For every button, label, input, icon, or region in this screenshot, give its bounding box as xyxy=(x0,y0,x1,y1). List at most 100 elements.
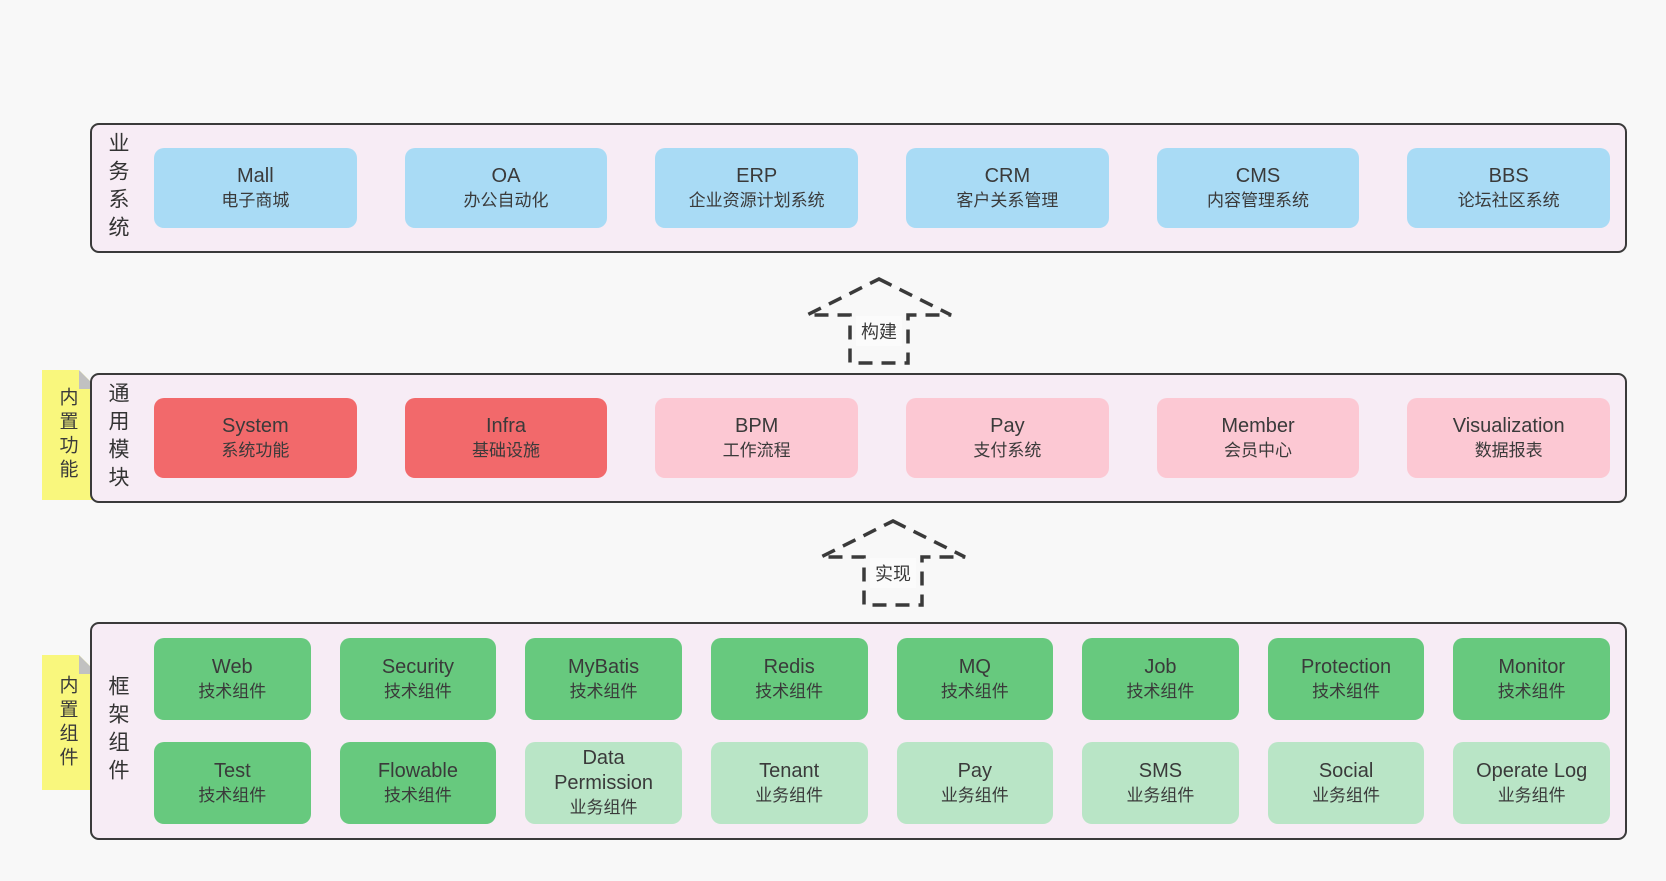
diagram-box-crm: CRM 客户关系管理 xyxy=(906,148,1109,228)
box-subtitle: 数据报表 xyxy=(1474,440,1543,460)
box-subtitle: 业务组件 xyxy=(1312,785,1381,805)
box-subtitle: 技术组件 xyxy=(1312,681,1381,701)
diagram-box-monitor: Monitor 技术组件 xyxy=(1453,638,1610,720)
box-title: Mall xyxy=(237,164,274,187)
implement-arrow: 实现 xyxy=(818,518,968,608)
box-subtitle: 业务组件 xyxy=(569,798,638,817)
diagram-box-infra: Infra 基础设施 xyxy=(404,398,608,478)
box-subtitle: 客户关系管理 xyxy=(956,190,1059,210)
box-title: Data Permission xyxy=(554,747,654,794)
box-title: Web xyxy=(211,655,253,678)
box-subtitle: 技术组件 xyxy=(569,681,638,701)
box-subtitle: 业务组件 xyxy=(940,785,1009,805)
layer-label: 框架组件 xyxy=(106,675,129,787)
box-subtitle: 技术组件 xyxy=(383,681,452,701)
box-title: ERP xyxy=(736,164,778,187)
box-title: System xyxy=(221,414,289,437)
box-title: Social xyxy=(1318,759,1374,782)
box-title: BBS xyxy=(1488,164,1529,187)
box-subtitle: 技术组件 xyxy=(383,785,452,805)
diagram-box-erp: ERP 企业资源计划系统 xyxy=(655,148,859,228)
diagram-box-job: Job 技术组件 xyxy=(1082,638,1239,720)
box-subtitle: 企业资源计划系统 xyxy=(688,190,825,210)
box-subtitle: 办公自动化 xyxy=(463,190,549,210)
diagram-box-social: Social 业务组件 xyxy=(1267,742,1425,824)
diagram-box-redis: Redis 技术组件 xyxy=(710,638,868,720)
diagram-box-member: Member 会员中心 xyxy=(1156,398,1360,478)
box-subtitle: 业务组件 xyxy=(1126,785,1195,805)
box-title: Operate Log xyxy=(1476,759,1588,782)
box-title: Tenant xyxy=(759,759,820,782)
build-arrow: 构建 xyxy=(804,276,954,366)
box-title: Test xyxy=(213,759,251,782)
box-subtitle: 技术组件 xyxy=(1497,681,1566,701)
box-subtitle: 技术组件 xyxy=(755,681,824,701)
diagram-box-data-permission: Data Permission 业务组件 xyxy=(525,742,682,824)
box-title: MyBatis xyxy=(568,655,640,678)
diagram-box-test: Test 技术组件 xyxy=(154,742,311,824)
box-subtitle: 论坛社区系统 xyxy=(1457,190,1560,210)
box-subtitle: 业务组件 xyxy=(755,785,824,805)
box-title: CRM xyxy=(984,164,1031,187)
sticky-note-text: 内置组件 xyxy=(56,674,78,771)
diagram-box-security: Security 技术组件 xyxy=(339,638,497,720)
diagram-box-system: System 系统功能 xyxy=(154,398,357,478)
box-subtitle: 支付系统 xyxy=(973,440,1042,460)
box-subtitle: 业务组件 xyxy=(1497,785,1566,805)
sticky-note-built-in-features: 内置功能 xyxy=(42,370,98,500)
box-title: Redis xyxy=(763,655,815,678)
diagram-box-bbs: BBS 论坛社区系统 xyxy=(1407,148,1611,228)
diagram-box-oa: OA 办公自动化 xyxy=(404,148,608,228)
box-subtitle: 会员中心 xyxy=(1224,440,1293,460)
diagram-box-pay: Pay 业务组件 xyxy=(896,742,1054,824)
box-subtitle: 电子商城 xyxy=(221,190,290,210)
box-subtitle: 技术组件 xyxy=(1126,681,1195,701)
box-title: Pay xyxy=(957,759,993,782)
box-subtitle: 技术组件 xyxy=(198,785,267,805)
box-title: Infra xyxy=(485,414,527,437)
box-title: BPM xyxy=(735,414,779,437)
sticky-note-text: 内置功能 xyxy=(56,387,78,483)
diagram-box-mq: MQ 技术组件 xyxy=(896,638,1054,720)
arrow-label: 实现 xyxy=(870,558,916,588)
box-subtitle: 技术组件 xyxy=(198,681,267,701)
box-title: Pay xyxy=(990,414,1025,437)
box-title: CMS xyxy=(1235,164,1281,187)
diagram-box-mall: Mall 电子商城 xyxy=(154,148,357,228)
box-title: OA xyxy=(491,164,521,187)
layer-business-systems: 业务系统 Mall 电子商城 OA 办公自动化 ERP 企业资源计划系统 CRM 客户关系管理… xyxy=(90,123,1627,253)
diagram-box-visualization: Visualization 数据报表 xyxy=(1407,398,1611,478)
diagram-box-tenant: Tenant 业务组件 xyxy=(710,742,868,824)
layer-label: 业务系统 xyxy=(106,132,129,244)
diagram-box-flowable: Flowable 技术组件 xyxy=(339,742,497,824)
diagram-box-bpm: BPM 工作流程 xyxy=(655,398,859,478)
box-title: Job xyxy=(1144,655,1177,678)
box-subtitle: 基础设施 xyxy=(472,440,540,460)
box-title: SMS xyxy=(1138,759,1183,782)
box-subtitle: 系统功能 xyxy=(221,440,290,460)
box-title: Security xyxy=(381,655,455,678)
diagram-box-sms: SMS 业务组件 xyxy=(1082,742,1239,824)
box-title: MQ xyxy=(958,655,991,678)
box-subtitle: 技术组件 xyxy=(940,681,1009,701)
arrow-label: 构建 xyxy=(856,316,902,346)
box-title: Flowable xyxy=(377,759,458,782)
diagram-box-mybatis: MyBatis 技术组件 xyxy=(525,638,682,720)
box-subtitle: 工作流程 xyxy=(722,440,791,460)
box-row: System 系统功能 Infra 基础设施 BPM 工作流程 Pay 支付系统 Member 会… xyxy=(154,398,1611,478)
box-title: Visualization xyxy=(1452,414,1565,437)
diagram-box-operate-log: Operate Log 业务组件 xyxy=(1453,742,1610,824)
box-title: Member xyxy=(1221,414,1295,437)
diagram-box-pay: Pay 支付系统 xyxy=(906,398,1109,478)
box-title: Monitor xyxy=(1498,655,1566,678)
